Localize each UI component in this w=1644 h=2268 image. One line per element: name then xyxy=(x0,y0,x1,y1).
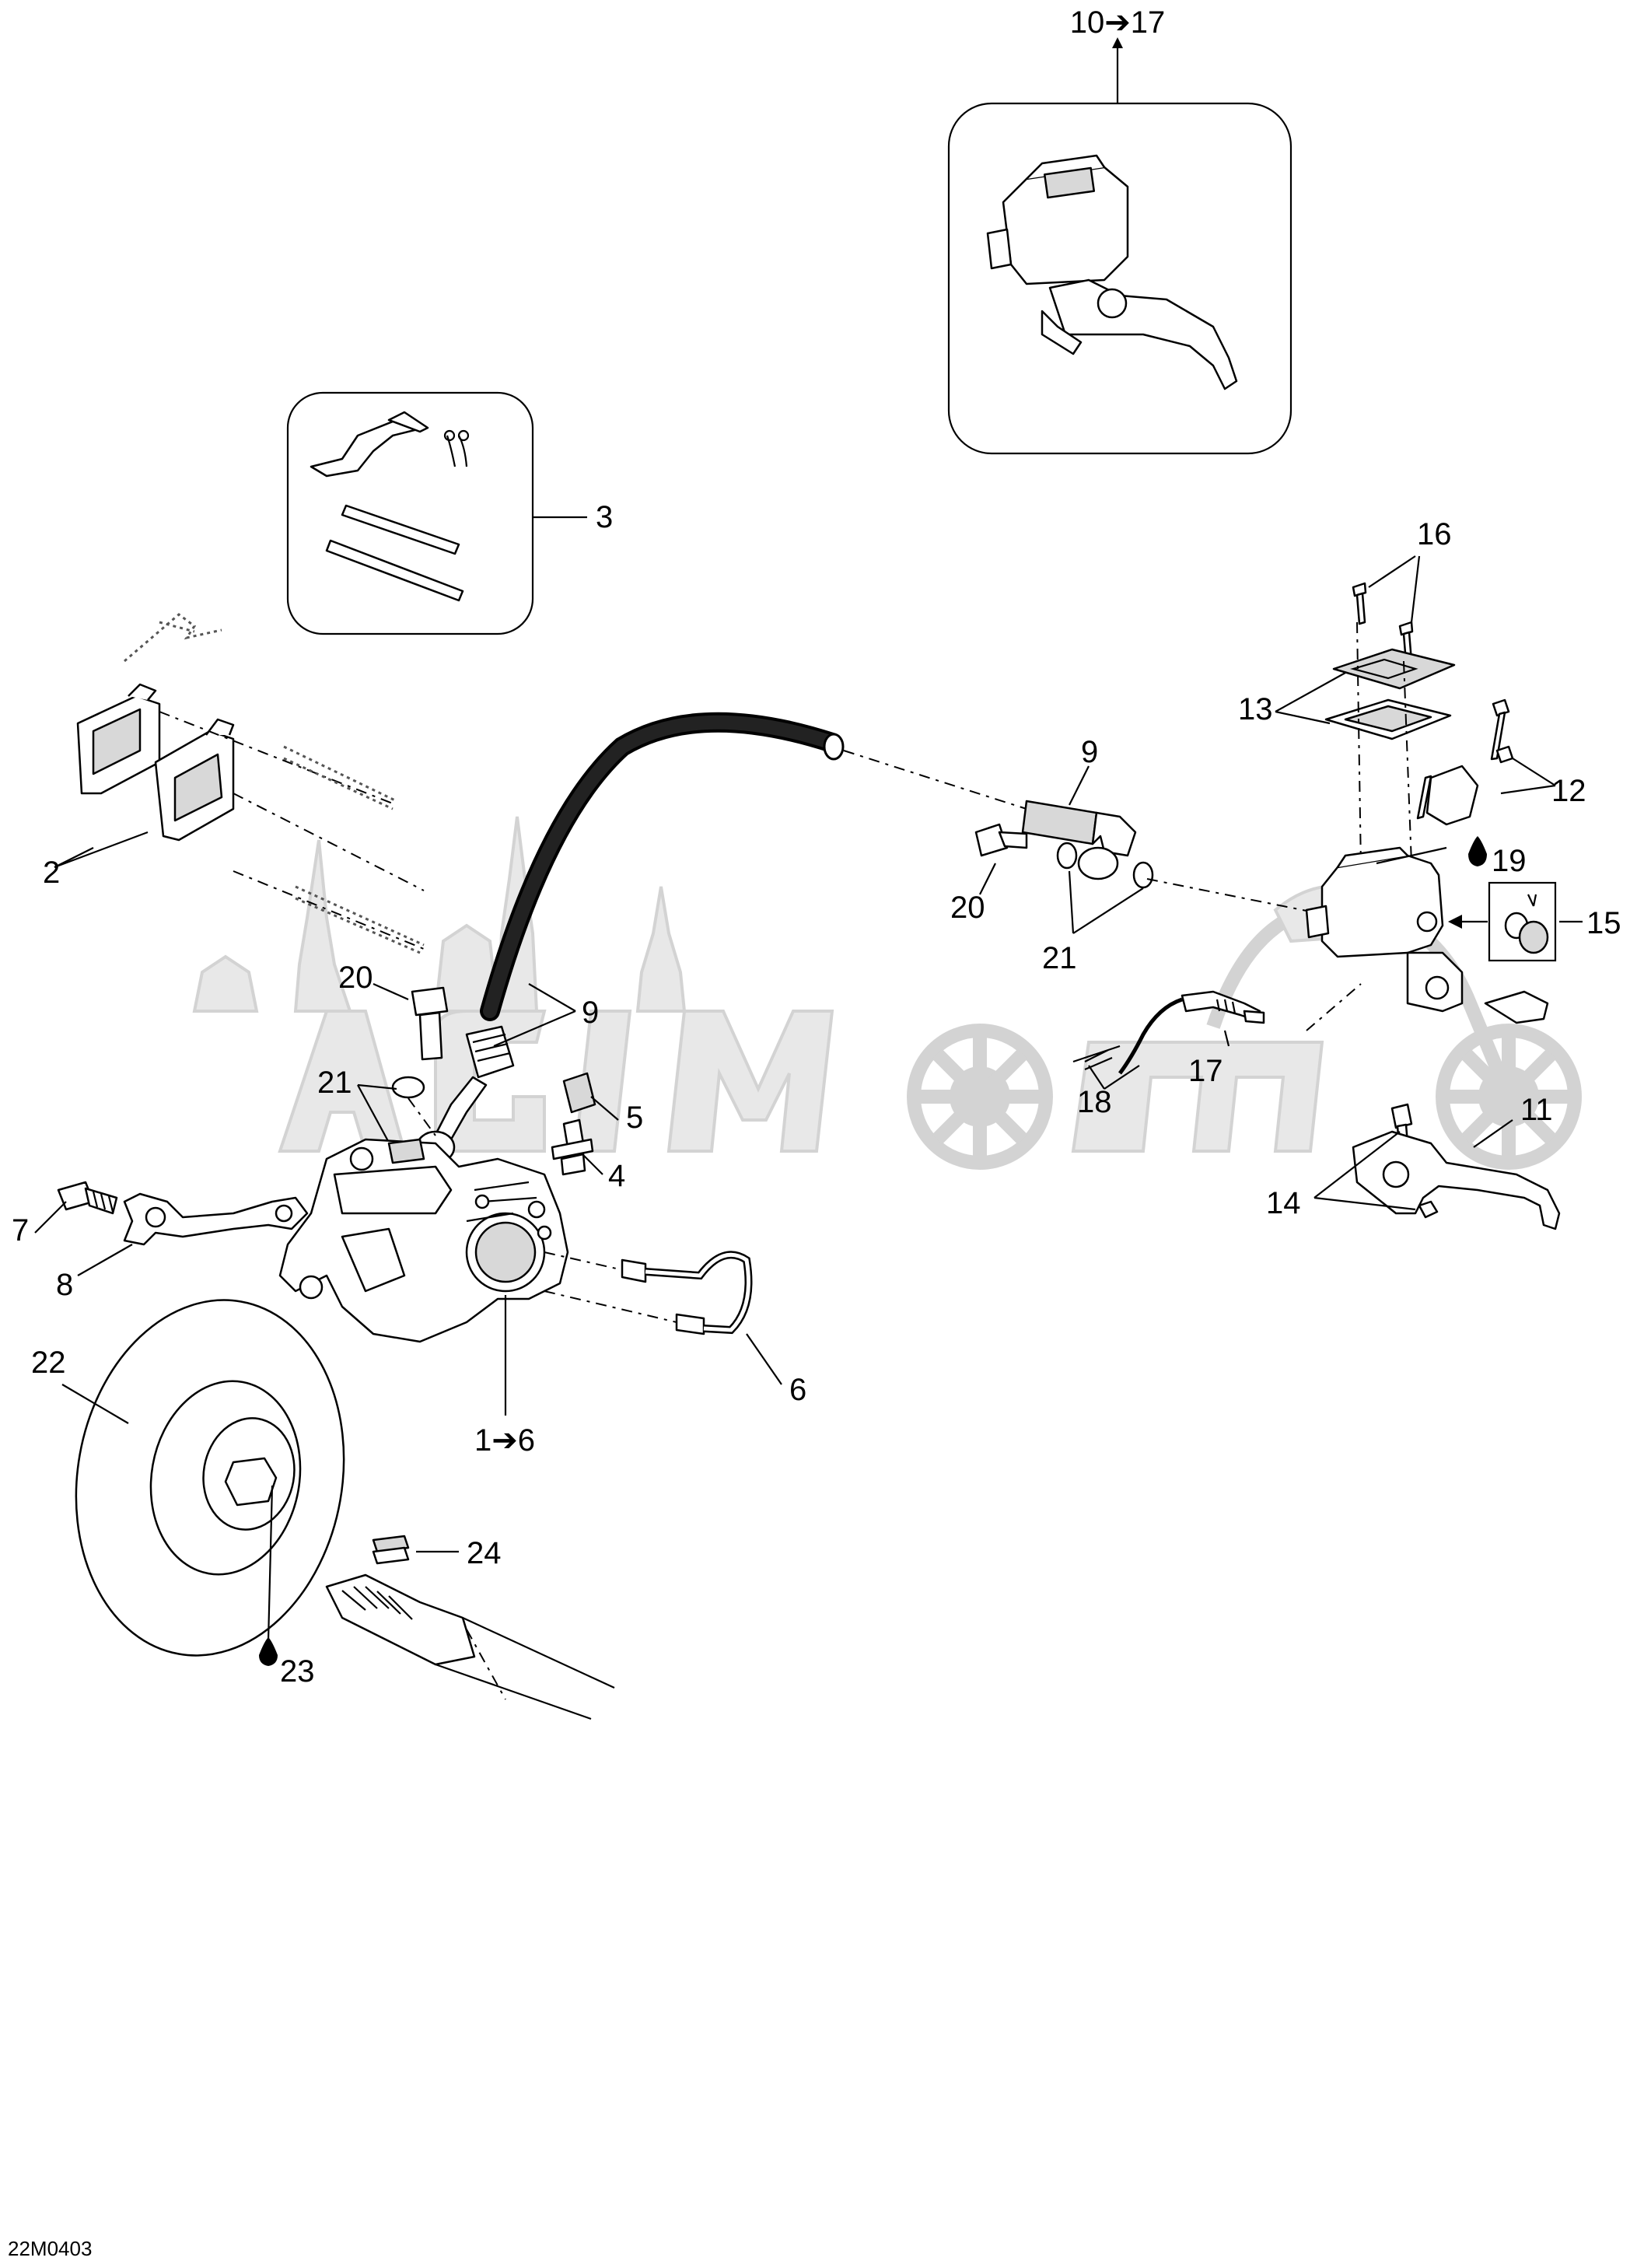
master-cylinder-exploded: 16 13 12 19 15 xyxy=(1238,517,1621,1024)
callout-15: 15 xyxy=(1586,906,1621,940)
fluid-drop-icon xyxy=(259,1637,278,1666)
callout-11: 11 xyxy=(1520,1093,1553,1127)
callout-6: 6 xyxy=(789,1373,806,1407)
brake-disc-group: 24 22 23 xyxy=(31,1299,615,1720)
callout-21-upper: 21 xyxy=(1042,941,1077,975)
callout-21-lower: 21 xyxy=(317,1066,352,1100)
callout-19: 19 xyxy=(1492,844,1527,878)
brake-switch-group: 17 18 xyxy=(1072,983,1362,1119)
callout-23: 23 xyxy=(280,1654,315,1689)
callout-10-17: 10➔17 xyxy=(1070,5,1166,40)
callout-8: 8 xyxy=(56,1268,73,1302)
callout-17: 17 xyxy=(1188,1054,1223,1088)
callout-24: 24 xyxy=(467,1536,502,1570)
callout-18: 18 xyxy=(1077,1085,1112,1119)
caliper-assembly: 1➔6 xyxy=(278,1138,569,1458)
callout-20-lower: 20 xyxy=(338,961,373,995)
callout-2: 2 xyxy=(43,856,60,890)
small-brake-line: 6 xyxy=(544,1251,806,1407)
pad-hardware-kit-box: 3 xyxy=(286,391,613,635)
callout-3: 3 xyxy=(596,500,613,534)
callout-16: 16 xyxy=(1417,517,1452,551)
callout-13: 13 xyxy=(1238,692,1273,726)
brake-lever-group: 11 14 xyxy=(1266,1093,1561,1230)
callout-1-6: 1➔6 xyxy=(474,1423,535,1458)
callout-22: 22 xyxy=(31,1346,66,1380)
master-cylinder-kit-box: 10➔17 xyxy=(947,5,1292,455)
bracket-and-bolt: 7 8 xyxy=(12,1181,309,1302)
callout-12: 12 xyxy=(1551,774,1586,808)
bleeder-group: 5 4 xyxy=(551,1072,643,1193)
callout-9-lower: 9 xyxy=(582,996,599,1030)
callout-9-upper: 9 xyxy=(1081,735,1098,769)
upper-banjo-bolt-group: 20 21 xyxy=(950,823,1323,975)
fluid-drop-icon-19 xyxy=(1468,836,1487,866)
callout-7: 7 xyxy=(12,1213,29,1248)
brake-hose-group: 9 9 xyxy=(415,712,1137,1164)
drawing-code: 22M0403 xyxy=(8,2237,92,2260)
callout-14: 14 xyxy=(1266,1186,1301,1220)
callout-5: 5 xyxy=(626,1101,643,1135)
brake-pads-group: 2 xyxy=(43,613,425,954)
callout-4: 4 xyxy=(608,1159,625,1193)
callout-20-upper: 20 xyxy=(950,891,985,925)
